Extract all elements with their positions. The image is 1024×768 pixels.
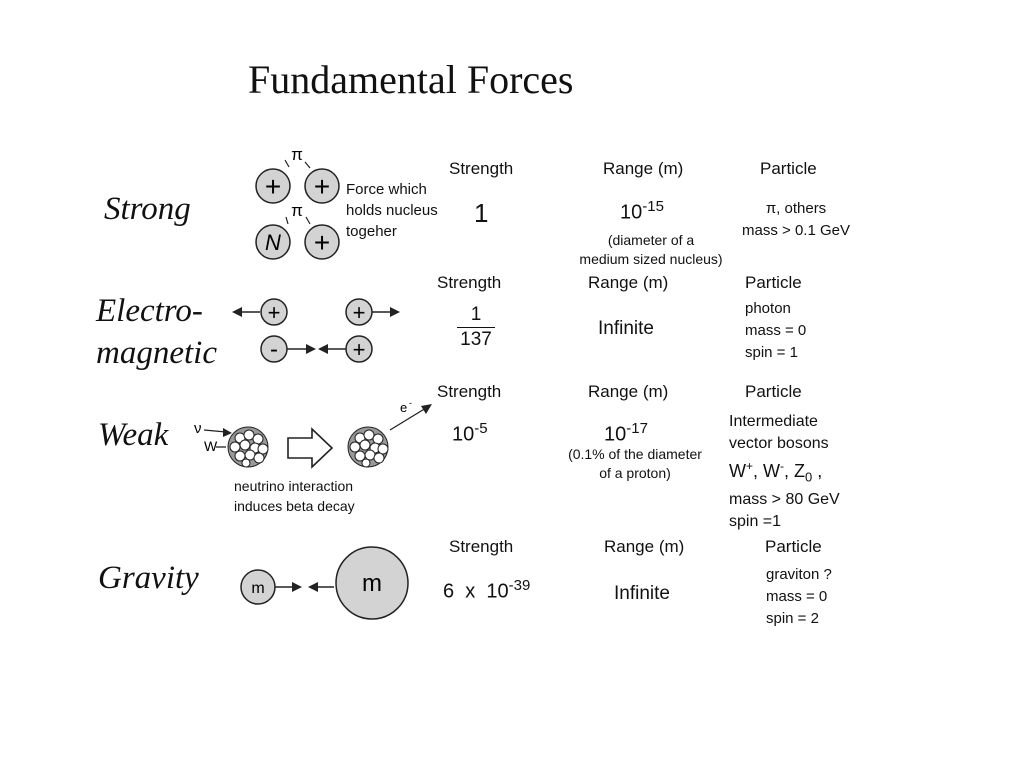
strength-header: Strength [437, 382, 502, 401]
force-name-strong: Strong [104, 191, 191, 227]
strength-header: Strength [449, 159, 514, 178]
gravity-diagram: m m [240, 546, 409, 620]
em-strength: 1 137 [452, 304, 500, 351]
plus-sign: + [353, 300, 366, 325]
em-diagram: + + - + [232, 298, 400, 363]
page-title: Fundamental Forces [248, 57, 574, 102]
large-mass-label: m [362, 570, 382, 597]
proton-circle [255, 168, 291, 204]
strong-particle: π, others mass > 0.1 GeV [742, 200, 850, 239]
svg-text:-: - [409, 398, 412, 408]
plus-sign: + [314, 227, 330, 258]
gravity-range: Infinite [614, 583, 670, 604]
strong-strength: 1 [474, 198, 489, 228]
reaction-arrow [287, 427, 334, 469]
particle-header: Particle [745, 382, 802, 401]
strength-header: Strength [437, 273, 502, 292]
range-header: Range (m) [588, 382, 669, 401]
plus-sign: + [353, 337, 366, 362]
range-header: Range (m) [588, 273, 669, 292]
weak-particle: Intermediate vector bosons W+, W-, Z0 , … [729, 413, 840, 530]
em-particle: photon mass = 0 spin = 1 [745, 300, 807, 361]
particle-header: Particle [760, 159, 817, 178]
nucleus-cluster [347, 426, 389, 468]
range-header: Range (m) [604, 537, 685, 556]
particle-header: Particle [745, 273, 802, 292]
em-range: Infinite [598, 318, 654, 339]
pion-label: π [291, 145, 303, 164]
neutron-symbol: N [265, 230, 281, 255]
proton-circle [304, 224, 340, 260]
neutrino-label: ν [194, 420, 202, 437]
plus-sign: + [265, 171, 281, 202]
large-mass-circle [335, 546, 409, 620]
minus-sign: - [270, 336, 278, 363]
nucleus-cluster [227, 426, 269, 468]
force-name-gravity: Gravity [98, 560, 199, 596]
range-header: Range (m) [603, 159, 684, 178]
force-name-weak: Weak [98, 417, 169, 453]
gravity-strength: 6 x 10-39 [443, 577, 531, 603]
plus-sign: + [314, 171, 330, 202]
weak-caption: neutrino interaction induces beta decay [234, 478, 355, 514]
neutron-circle [255, 224, 291, 260]
force-name-electromagnetic: Electro- magnetic [96, 293, 217, 371]
strength-header: Strength [449, 537, 514, 556]
weak-range: 10-17 [604, 420, 648, 446]
pion-label: π [291, 201, 303, 220]
weak-range-note: (0.1% of the diameter of a proton) [568, 446, 702, 481]
particle-header: Particle [765, 537, 822, 556]
plus-sign: + [268, 300, 281, 325]
boson-list: W+, W-, Z0 , [729, 459, 823, 485]
w-boson-label: W [204, 438, 218, 454]
strong-diagram: + + N + π π [255, 145, 340, 260]
strong-description: Force which holds nucleus togeher [346, 181, 438, 240]
gravity-particle: graviton ? mass = 0 spin = 2 [766, 566, 832, 627]
strong-range-note: (diameter of a medium sized nucleus) [579, 232, 723, 267]
small-mass-label: m [251, 580, 264, 597]
weak-strength: 10-5 [452, 420, 488, 446]
proton-circle [304, 168, 340, 204]
strong-range: 10-15 [620, 198, 664, 224]
electron-label: e [400, 400, 407, 415]
weak-diagram: ν W e - [194, 398, 432, 469]
